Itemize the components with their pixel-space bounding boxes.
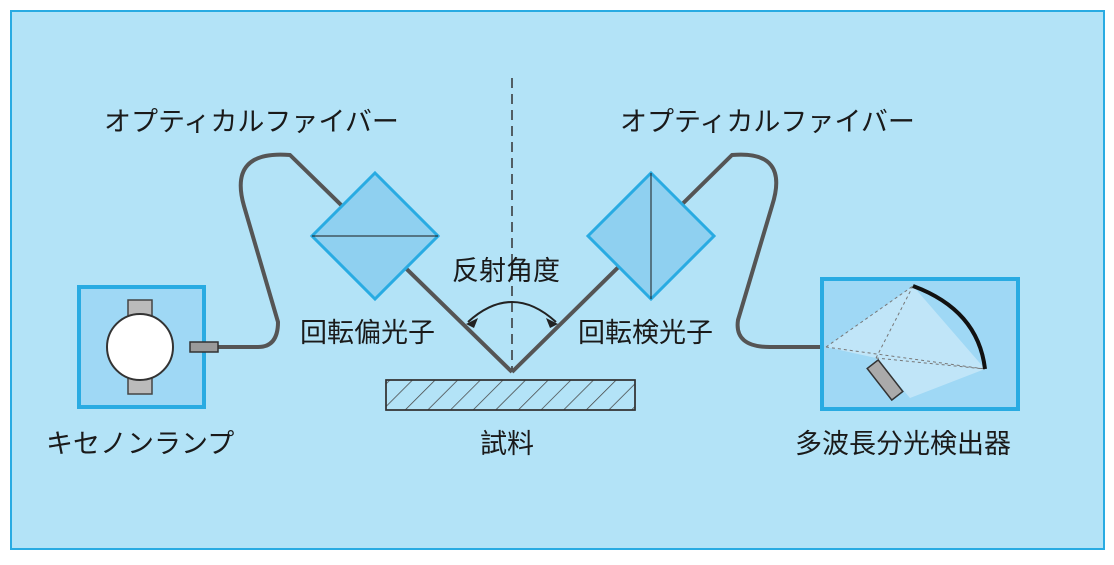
label-detector: 多波長分光検出器	[795, 429, 1011, 460]
label-analyzer: 回転検光子	[578, 318, 713, 349]
label-sample: 試料	[480, 429, 534, 460]
xenon-lamp	[77, 285, 219, 409]
label-polarizer: 回転偏光子	[300, 318, 435, 349]
multi-wavelength-detector	[820, 277, 1020, 411]
label-lamp: キセノンランプ	[46, 429, 234, 460]
label-fiber-left: オプティカルファイバー	[104, 107, 399, 138]
fiber-right	[510, 152, 826, 374]
fiber-left	[218, 152, 514, 374]
rotating-analyzer	[585, 170, 717, 302]
fiber-connector	[189, 341, 219, 353]
rotating-polarizer	[309, 170, 441, 302]
grating	[866, 358, 904, 402]
sample-block	[385, 379, 636, 411]
label-fiber-right: オプティカルファイバー	[620, 107, 915, 138]
detector-array	[912, 284, 987, 370]
angle-arc	[466, 301, 558, 328]
label-angle: 反射角度	[452, 256, 560, 287]
